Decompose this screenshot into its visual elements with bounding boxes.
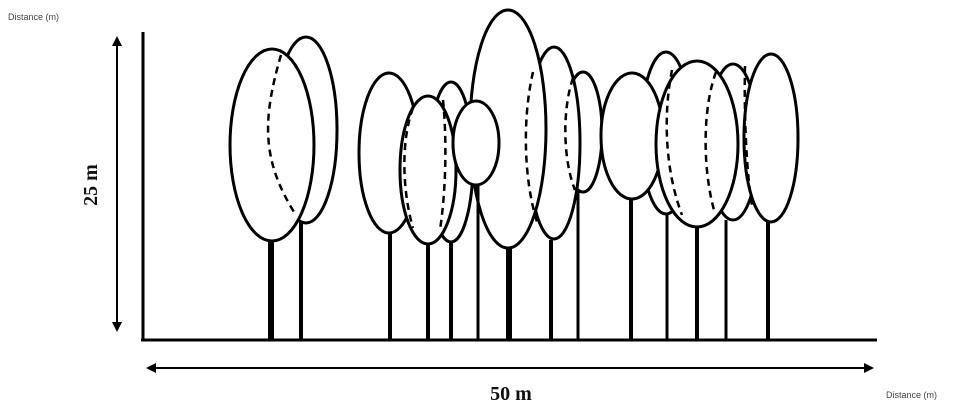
tree-group-middle-left: [359, 73, 473, 340]
height-dimension-label: 25 m: [80, 164, 102, 206]
width-dimension-label: 50 m: [490, 383, 532, 405]
tree-crown: [744, 54, 798, 222]
tree-crown: [453, 101, 499, 185]
tree-crown: [400, 96, 456, 244]
x-axis-unit-label: Distance (m): [886, 390, 937, 400]
tree-group-center: [453, 10, 602, 340]
y-axis-unit-label: Distance (m): [8, 12, 59, 22]
tree-crown: [601, 73, 663, 199]
tree-crown: [230, 49, 314, 241]
tree-group-left: [230, 37, 337, 340]
tree-group-right: [601, 52, 798, 340]
